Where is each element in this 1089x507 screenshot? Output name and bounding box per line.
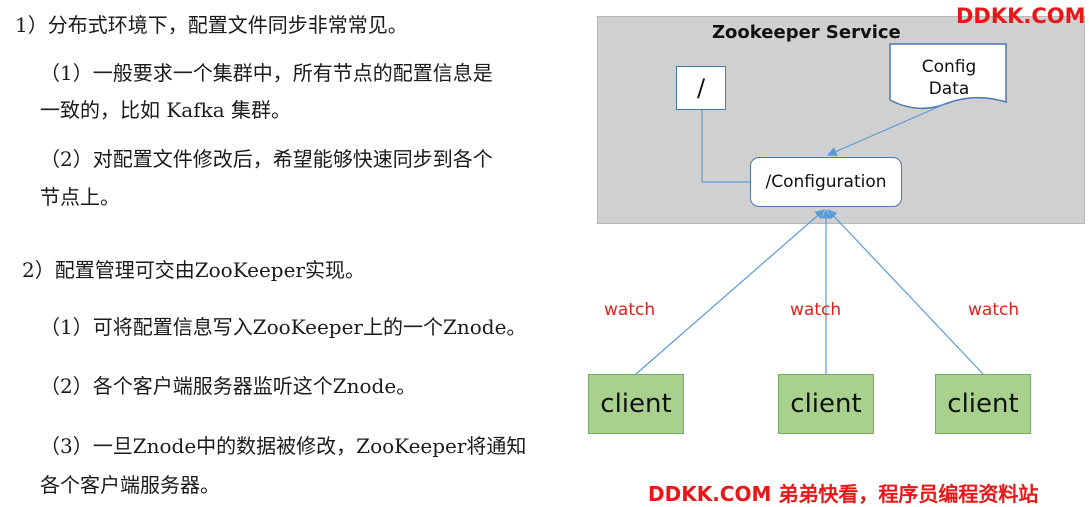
watch-label-1: watch (604, 300, 656, 320)
config-data-line2: Data (928, 79, 970, 99)
client-label-3: client (947, 389, 1019, 419)
client-box-2: client (778, 374, 874, 434)
root-node: / (676, 66, 726, 110)
client-label-2: client (790, 389, 862, 419)
watermark-bottom: DDKK.COM 弟弟快看，程序员编程资料站 (648, 482, 1039, 506)
text-line-6: 2）配置管理可交由ZooKeeper实现。 (22, 258, 365, 282)
text-line-8: （2）各个客户端服务器监听这个Znode。 (40, 374, 417, 398)
watch-arrow-1 (635, 209, 825, 375)
root-to-config-line (701, 110, 750, 183)
text-line-2: （1）一般要求一个集群中，所有节点的配置信息是 (40, 61, 493, 85)
document-shape (889, 43, 1007, 110)
watch-arrow-3 (827, 209, 984, 375)
text-line-3: 一致的，比如 Kafka 集群。 (40, 98, 292, 122)
watch-label-2: watch (790, 300, 842, 320)
data-to-config-arrow (827, 103, 946, 156)
watch-label-3: watch (968, 300, 1020, 320)
text-line-5: 节点上。 (40, 185, 120, 209)
service-title: Zookeeper Service (712, 22, 901, 43)
text-line-4: （2）对配置文件修改后，希望能够快速同步到各个 (40, 147, 493, 171)
client-box-3: client (935, 374, 1031, 434)
text-line-1: 1）分布式环境下，配置文件同步非常常见。 (15, 13, 408, 37)
client-box-1: client (588, 374, 684, 434)
client-label-1: client (600, 389, 672, 419)
config-data-label: Config Data (890, 56, 1008, 100)
text-line-9: （3）一旦Znode中的数据被修改，ZooKeeper将通知 (40, 434, 527, 458)
text-line-7: （1）可将配置信息写入ZooKeeper上的一个Znode。 (40, 315, 527, 339)
config-data-line1: Config (921, 57, 977, 77)
text-line-10: 各个客户端服务器。 (40, 473, 220, 497)
configuration-node: /Configuration (750, 157, 902, 207)
configuration-node-label: /Configuration (765, 172, 887, 192)
root-node-label: / (696, 74, 706, 102)
watermark-top: DDKK.COM (956, 4, 1086, 28)
